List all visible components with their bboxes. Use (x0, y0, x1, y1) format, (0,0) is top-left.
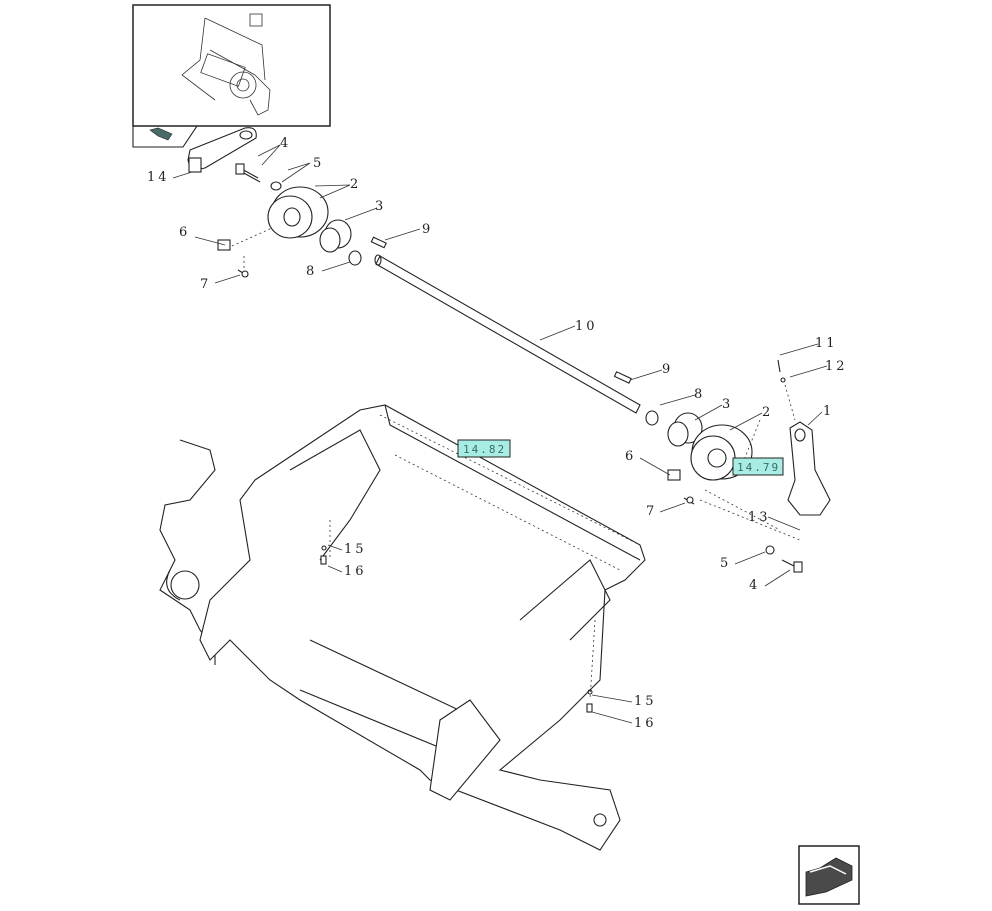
screw-11-12 (777, 359, 786, 383)
next-page-button[interactable] (798, 845, 860, 905)
screw-7-right (683, 496, 695, 505)
callout-11[interactable]: 11 (815, 336, 838, 351)
callout-1[interactable]: 1 (823, 404, 834, 419)
callout-10[interactable]: 10 (575, 319, 598, 334)
flange-2-top (267, 186, 329, 239)
prev-page-button[interactable] (132, 125, 198, 148)
callout-9[interactable]: 9 (662, 362, 673, 377)
callout-15[interactable]: 15 (634, 694, 657, 709)
callout-3[interactable]: 3 (375, 199, 386, 214)
callout-3[interactable]: 3 (722, 397, 733, 412)
leader-lines (172, 144, 828, 724)
callout-16[interactable]: 16 (634, 716, 657, 731)
circlip-8-right (645, 410, 659, 426)
screws-15-16-right (586, 689, 593, 713)
arm-1 (787, 421, 831, 516)
callout-7[interactable]: 7 (200, 277, 211, 292)
callout-2[interactable]: 2 (762, 405, 773, 420)
callout-14[interactable]: 14 (147, 170, 170, 185)
screw-7-top (237, 269, 249, 278)
callout-12[interactable]: 12 (825, 359, 848, 374)
callout-7[interactable]: 7 (646, 504, 657, 519)
callout-8[interactable]: 8 (306, 264, 317, 279)
callout-16[interactable]: 16 (344, 564, 367, 579)
bearing-3-right (667, 412, 703, 447)
callout-2[interactable]: 2 (350, 177, 361, 192)
reference-text: 14.82 (463, 443, 506, 456)
callout-5[interactable]: 5 (720, 556, 731, 571)
callout-5[interactable]: 5 (313, 156, 324, 171)
callout-8[interactable]: 8 (694, 387, 705, 402)
circlip-8-top (348, 250, 362, 266)
arrow-next-icon (805, 857, 853, 897)
callout-15[interactable]: 15 (344, 542, 367, 557)
screws-15-16-left (320, 545, 327, 565)
reference-text: 14.79 (737, 461, 780, 474)
arrow-back-icon (149, 127, 173, 141)
part-14-lever (187, 127, 257, 173)
bolt-4-top (235, 163, 282, 191)
pin-6-right (667, 469, 681, 481)
shaft-10 (374, 254, 641, 414)
frame (159, 404, 646, 851)
callout-13[interactable]: 13 (748, 510, 771, 525)
key-9-top (370, 236, 387, 249)
thumbnail-overview[interactable] (132, 4, 331, 127)
key-9-right (613, 371, 632, 384)
bearing-3-top (319, 219, 352, 253)
callout-4[interactable]: 4 (280, 136, 291, 151)
bolt-4-right (765, 545, 803, 573)
callout-6[interactable]: 6 (625, 449, 636, 464)
reference-link-14-82[interactable]: 14.82 (457, 439, 511, 458)
callout-9[interactable]: 9 (422, 222, 433, 237)
callout-6[interactable]: 6 (179, 225, 190, 240)
reference-link-14-79[interactable]: 14.79 (732, 457, 784, 476)
callout-4[interactable]: 4 (749, 578, 760, 593)
